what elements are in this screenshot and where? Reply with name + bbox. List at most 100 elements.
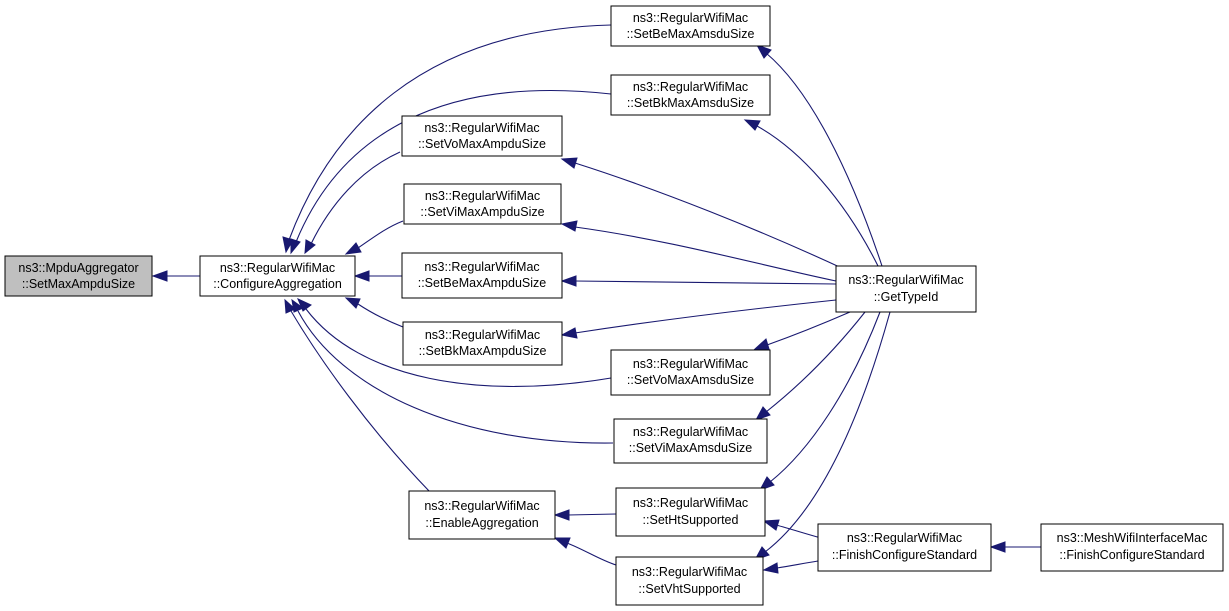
edge-arrowhead (758, 476, 775, 491)
edge-get-type-id-to-set-bk-max-ampdu-size (574, 299, 837, 334)
node-set-vi-max-amsdu-size[interactable]: ns3::RegularWifiMac ::SetViMaxAmsduSize (613, 418, 768, 464)
node-box (199, 255, 356, 297)
node-get-type-id[interactable]: ns3::RegularWifiMac ::GetTypeId (835, 265, 977, 313)
node-label-line1: ns3::RegularWifiMac (632, 565, 747, 579)
edge-get-type-id-to-set-ht-supported (769, 311, 881, 483)
edge-arrowhead (353, 270, 370, 282)
edge-get-type-id-to-set-bk-max-amsdu-size (756, 125, 879, 267)
node-label-line1: ns3::RegularWifiMac (847, 531, 962, 545)
node-label-line2: ::GetTypeId (874, 290, 939, 304)
edge-set-vi-max-amsdu-size-to-configure-aggregation (297, 310, 614, 444)
node-box (610, 5, 771, 47)
node-set-vo-max-amsdu-size[interactable]: ns3::RegularWifiMac ::SetVoMaxAmsduSize (610, 349, 771, 396)
node-label-line2: ::ConfigureAggregation (213, 277, 342, 291)
node-label-line2: ::EnableAggregation (425, 516, 538, 530)
node-configure-aggregation[interactable]: ns3::RegularWifiMac ::ConfigureAggregati… (199, 255, 356, 297)
node-box (1040, 523, 1224, 572)
node-set-be-max-amsdu-size[interactable]: ns3::RegularWifiMac ::SetBeMaxAmsduSize (610, 5, 771, 47)
edge-set-ht-supported-to-enable-aggregation (567, 513, 617, 516)
node-label-line1: ns3::RegularWifiMac (424, 499, 539, 513)
node-set-vht-supported[interactable]: ns3::RegularWifiMac ::SetVhtSupported (615, 556, 764, 606)
edge-arrowhead (989, 541, 1006, 553)
edge-arrowhead (297, 298, 312, 312)
edge-arrowhead (284, 298, 296, 314)
edge-arrowhead (754, 406, 771, 421)
node-label-line1: ns3::RegularWifiMac (633, 357, 748, 371)
node-set-ht-supported[interactable]: ns3::RegularWifiMac ::SetHtSupported (615, 487, 766, 537)
node-label-line2: ::SetHtSupported (643, 513, 739, 527)
node-set-be-max-ampdu-size[interactable]: ns3::RegularWifiMac ::SetBeMaxAmpduSize (401, 252, 563, 299)
edge-get-type-id-to-set-be-max-amsdu-size (765, 52, 883, 267)
node-box (610, 74, 771, 116)
node-label-line2: ::FinishConfigureStandard (832, 548, 977, 562)
node-set-vo-max-ampdu-size[interactable]: ns3::RegularWifiMac ::SetVoMaxAmpduSize (401, 115, 563, 157)
edge-arrowhead (151, 270, 168, 282)
edge-arrowhead (344, 242, 362, 255)
node-label-line2: ::FinishConfigureStandard (1059, 548, 1204, 562)
edge-arrowhead (344, 297, 361, 309)
node-label-line2: ::SetBkMaxAmsduSize (627, 96, 754, 110)
node-box (401, 115, 563, 157)
node-label-line2: ::SetBeMaxAmpduSize (418, 276, 547, 290)
edges-layer (151, 24, 1041, 574)
edge-get-type-id-to-set-vi-max-amsdu-size (765, 311, 866, 413)
node-label-line1: ns3::RegularWifiMac (633, 496, 748, 510)
node-box (615, 487, 766, 537)
edge-set-bk-max-ampdu-size-to-configure-aggregation (357, 303, 404, 328)
node-label-line1: ns3::MpduAggregator (18, 261, 138, 275)
edge-get-type-id-to-set-vo-max-amsdu-size (766, 311, 851, 346)
node-label-line2: ::SetViMaxAmpduSize (420, 205, 544, 219)
node-label-line1: ns3::RegularWifiMac (220, 261, 335, 275)
node-label-line2: ::SetBeMaxAmsduSize (627, 27, 755, 41)
edge-arrowhead (290, 238, 301, 255)
node-label-line2: ::SetVoMaxAmpduSize (418, 137, 546, 151)
node-label-line2: ::SetVoMaxAmsduSize (627, 373, 754, 387)
node-label-line1: ns3::RegularWifiMac (633, 11, 748, 25)
edge-arrowhead (743, 119, 761, 131)
edge-arrowhead (753, 338, 770, 350)
node-label-line2: ::SetViMaxAmsduSize (629, 441, 752, 455)
node-label-line1: ns3::MeshWifiInterfaceMac (1057, 531, 1208, 545)
edge-get-type-id-to-set-vht-supported (764, 311, 891, 553)
node-box (401, 252, 563, 299)
node-set-vi-max-ampdu-size[interactable]: ns3::RegularWifiMac ::SetViMaxAmpduSize (403, 183, 562, 225)
node-label-line1: ns3::RegularWifiMac (425, 189, 540, 203)
edge-arrowhead (560, 220, 578, 232)
node-label-line2: ::SetBkMaxAmpduSize (419, 344, 547, 358)
node-label-line1: ns3::RegularWifiMac (424, 121, 539, 135)
edge-arrowhead (560, 157, 578, 169)
node-box (615, 556, 764, 606)
node-label-line1: ns3::RegularWifiMac (424, 260, 539, 274)
node-label-line1: ns3::RegularWifiMac (425, 328, 540, 342)
node-mesh-wifi-interface-mac-finish-configure-standard[interactable]: ns3::MeshWifiInterfaceMac ::FinishConfig… (1040, 523, 1224, 572)
edge-set-vo-max-ampdu-size-to-configure-aggregation (310, 151, 401, 245)
edge-arrowhead (304, 239, 316, 255)
edge-get-type-id-to-set-vi-max-ampdu-size (574, 226, 837, 282)
node-label-line1: ns3::RegularWifiMac (633, 425, 748, 439)
edge-get-type-id-to-set-be-max-ampdu-size (574, 280, 837, 285)
edge-arrowhead (560, 327, 578, 339)
node-box (402, 321, 563, 366)
edge-arrowhead (560, 275, 577, 287)
edge-arrowhead (553, 537, 571, 549)
node-set-bk-max-ampdu-size[interactable]: ns3::RegularWifiMac ::SetBkMaxAmpduSize (402, 321, 563, 366)
edge-enable-aggregation-to-configure-aggregation (290, 310, 431, 493)
edge-set-vht-supported-to-enable-aggregation (566, 542, 617, 566)
edge-arrowhead (755, 44, 772, 59)
node-label-line1: ns3::RegularWifiMac (848, 273, 963, 287)
edge-set-vi-max-ampdu-size-to-configure-aggregation (357, 220, 404, 249)
node-box (408, 490, 556, 540)
node-finish-configure-standard[interactable]: ns3::RegularWifiMac ::FinishConfigureSta… (817, 523, 992, 572)
node-enable-aggregation[interactable]: ns3::RegularWifiMac ::EnableAggregation (408, 490, 556, 540)
node-box (817, 523, 992, 572)
node-box (4, 255, 153, 297)
node-box (610, 349, 771, 396)
node-mpdu-aggregator-set-max-ampdu-size[interactable]: ns3::MpduAggregator ::SetMaxAmpduSize (4, 255, 153, 297)
edge-set-vo-max-amsdu-size-to-configure-aggregation (305, 308, 612, 388)
node-label-line1: ns3::RegularWifiMac (633, 80, 748, 94)
node-box (403, 183, 562, 225)
edge-arrowhead (553, 509, 570, 521)
node-set-bk-max-amsdu-size[interactable]: ns3::RegularWifiMac ::SetBkMaxAmsduSize (610, 74, 771, 116)
